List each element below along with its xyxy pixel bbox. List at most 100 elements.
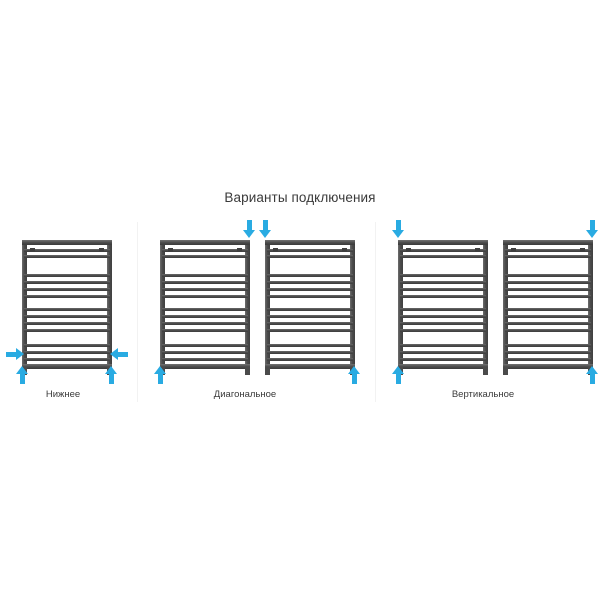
radiator-rung (400, 249, 486, 252)
radiator-rung (398, 240, 488, 245)
radiator-rung (505, 344, 591, 347)
group-separator-1 (137, 222, 138, 402)
radiator-rung (267, 281, 353, 284)
arrow-shaft (590, 373, 595, 384)
radiator-mount-nub (342, 248, 347, 252)
radiator-rung (267, 322, 353, 325)
radiator-rung (267, 358, 353, 361)
radiator-rung (162, 255, 248, 258)
page-title: Варианты подключения (224, 190, 376, 205)
radiator-rung (400, 255, 486, 258)
radiator-foot (503, 367, 508, 375)
radiator-rung (400, 274, 486, 277)
arrow-shaft (263, 220, 268, 231)
group-separator-2 (375, 222, 376, 402)
inlet-arrow-bottom-left (392, 366, 405, 384)
radiator-mount-nub (273, 248, 278, 252)
radiator-rung (24, 322, 110, 325)
inlet-arrow-left-horizontal (6, 348, 24, 361)
radiator-rung (505, 249, 591, 252)
radiator-rung (267, 329, 353, 332)
radiator-rung (505, 274, 591, 277)
arrow-head (586, 366, 598, 374)
radiator-rung (267, 295, 353, 298)
radiator-rung (24, 351, 110, 354)
radiator-diagonal-unit-2 (259, 220, 360, 384)
radiator-rung (505, 351, 591, 354)
radiator-rung (505, 308, 591, 311)
radiator-post-right (350, 240, 355, 368)
radiator-rung (400, 322, 486, 325)
arrow-head (16, 366, 28, 374)
radiator-rung (162, 274, 248, 277)
radiator-rung (400, 315, 486, 318)
radiator-rung (400, 308, 486, 311)
inlet-arrow-top-right (243, 220, 256, 238)
arrow-head (392, 230, 404, 238)
arrow-shaft (247, 220, 252, 231)
radiator-rung (24, 308, 110, 311)
radiator-rung (24, 281, 110, 284)
radiator-rung (24, 315, 110, 318)
radiator-rung (267, 308, 353, 311)
arrow-head (243, 230, 255, 238)
radiator-rung (505, 255, 591, 258)
arrow-shaft (109, 373, 114, 384)
radiator-post-left (398, 240, 403, 368)
radiator-rung (160, 240, 250, 245)
radiator-rung (162, 315, 248, 318)
radiator-rung (505, 322, 591, 325)
arrow-shaft (117, 352, 128, 357)
radiator-rung (505, 295, 591, 298)
inlet-arrow-bottom-right (348, 366, 361, 384)
group-label-vertical: Вертикальное (451, 389, 515, 400)
radiator-mount-nub (237, 248, 242, 252)
arrow-head (392, 366, 404, 374)
radiator-rung (400, 344, 486, 347)
radiator-rung (24, 274, 110, 277)
radiator-rung (162, 295, 248, 298)
arrow-shaft (158, 373, 163, 384)
radiator-mount-nub (168, 248, 173, 252)
radiator-rung (505, 358, 591, 361)
radiator-rung (162, 358, 248, 361)
radiator-rung (24, 344, 110, 347)
radiator-rung (162, 308, 248, 311)
radiator-rung (505, 288, 591, 291)
arrow-head (154, 366, 166, 374)
radiator-rung (162, 344, 248, 347)
radiator-diagonal-unit-1 (154, 220, 255, 384)
radiator-post-right (588, 240, 593, 368)
group-label-bottom: Нижнее (45, 389, 81, 400)
radiator-rung (22, 240, 112, 245)
radiator-rung (267, 255, 353, 258)
radiator-rung (400, 295, 486, 298)
radiator-post-left (22, 240, 27, 368)
arrow-head (586, 230, 598, 238)
radiator-mount-nub (99, 248, 104, 252)
arrow-head (16, 348, 24, 360)
arrow-shaft (352, 373, 357, 384)
radiator-foot (483, 367, 488, 375)
arrow-shaft (396, 373, 401, 384)
radiator-rung (400, 281, 486, 284)
radiator-mount-nub (580, 248, 585, 252)
radiator-foot (265, 367, 270, 375)
arrow-shaft (20, 373, 25, 384)
radiator-rung (400, 288, 486, 291)
radiator-rung (400, 329, 486, 332)
arrow-head (105, 366, 117, 374)
radiator-rung (162, 329, 248, 332)
arrow-shaft (590, 220, 595, 231)
arrow-shaft (6, 352, 17, 357)
radiator-rung (162, 281, 248, 284)
radiator-rung (22, 364, 112, 369)
radiator-post-left (265, 240, 270, 368)
radiator-rung (267, 288, 353, 291)
radiator-mount-nub (406, 248, 411, 252)
radiator-mount-nub (475, 248, 480, 252)
radiator-rung (162, 322, 248, 325)
inlet-arrow-bottom-left (16, 366, 29, 384)
radiator-rung (267, 351, 353, 354)
